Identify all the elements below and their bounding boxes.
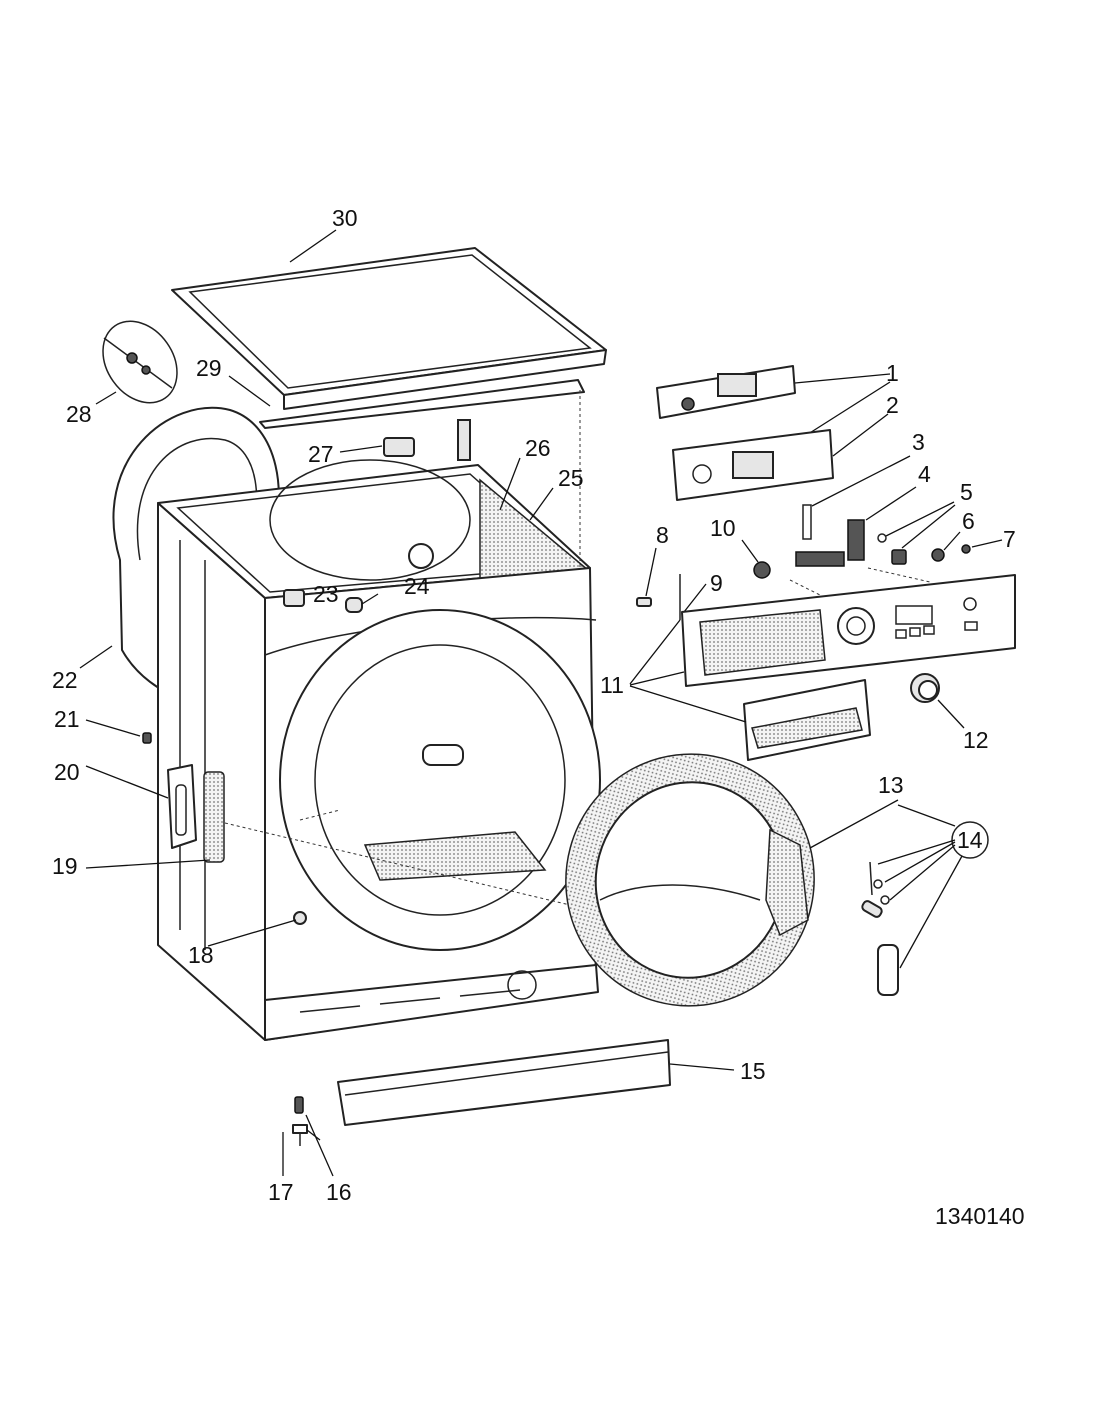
callout-4: 4 (918, 461, 931, 487)
callout-12: 12 (963, 727, 989, 753)
part-23-24-clips: 23 24 (283, 573, 430, 613)
callout-9: 9 (710, 570, 723, 596)
callout-25: 25 (558, 465, 584, 491)
part-29-rear-strip: 29 (196, 355, 585, 429)
callout-22: 22 (52, 667, 78, 693)
callout-16: 16 (326, 1179, 352, 1205)
callout-21: 21 (54, 706, 80, 732)
part-28-hose-kit: 28 (66, 320, 178, 427)
callout-3: 3 (912, 429, 925, 455)
callout-23: 23 (313, 581, 339, 607)
callout-5: 5 (960, 479, 973, 505)
part-15-plinth-cover: 15 (337, 1039, 766, 1126)
callout-18: 18 (188, 942, 214, 968)
part-14-handle-kit: 14 (861, 804, 989, 996)
part-30-top-lid: 30 (171, 205, 607, 410)
callout-11: 11 (600, 672, 624, 698)
callout-2: 2 (886, 392, 899, 418)
callout-6: 6 (962, 508, 975, 534)
callout-20: 20 (54, 759, 80, 785)
callout-10: 10 (710, 515, 736, 541)
part-13-door: 13 (565, 753, 904, 1007)
callout-14: 14 (957, 827, 983, 853)
callout-27: 27 (308, 441, 334, 467)
callout-28: 28 (66, 401, 92, 427)
callout-19: 19 (52, 853, 78, 879)
callout-15: 15 (740, 1058, 766, 1084)
part-2-pcb-holder: 2 (672, 392, 899, 501)
drawing-number: 1340140 (935, 1203, 1025, 1229)
part-21-20-19-18-hinge-parts: 21 20 19 18 (52, 706, 307, 968)
callout-24: 24 (404, 573, 430, 599)
part-26-25-frame-parts: 26 25 (499, 435, 584, 521)
part-11-control-panel: 11 (600, 567, 1016, 761)
callout-17: 17 (268, 1179, 294, 1205)
callout-30: 30 (332, 205, 358, 231)
callout-29: 29 (196, 355, 222, 381)
callout-26: 26 (525, 435, 551, 461)
part-12-knob: 12 (910, 673, 989, 753)
callout-8: 8 (656, 522, 669, 548)
part-3-7-buttons: 3 4 5 6 7 (795, 429, 1016, 567)
callout-13: 13 (878, 772, 904, 798)
callout-1: 1 (886, 360, 899, 386)
part-16-17-feet: 17 16 (268, 1096, 352, 1205)
cabinet (157, 390, 601, 1041)
part-1-pcb: 1 (656, 360, 899, 437)
part-8-9-10-parts: 8 9 10 (636, 515, 771, 620)
callout-7: 7 (1003, 526, 1016, 552)
part-27-bracket: 27 (308, 419, 471, 467)
